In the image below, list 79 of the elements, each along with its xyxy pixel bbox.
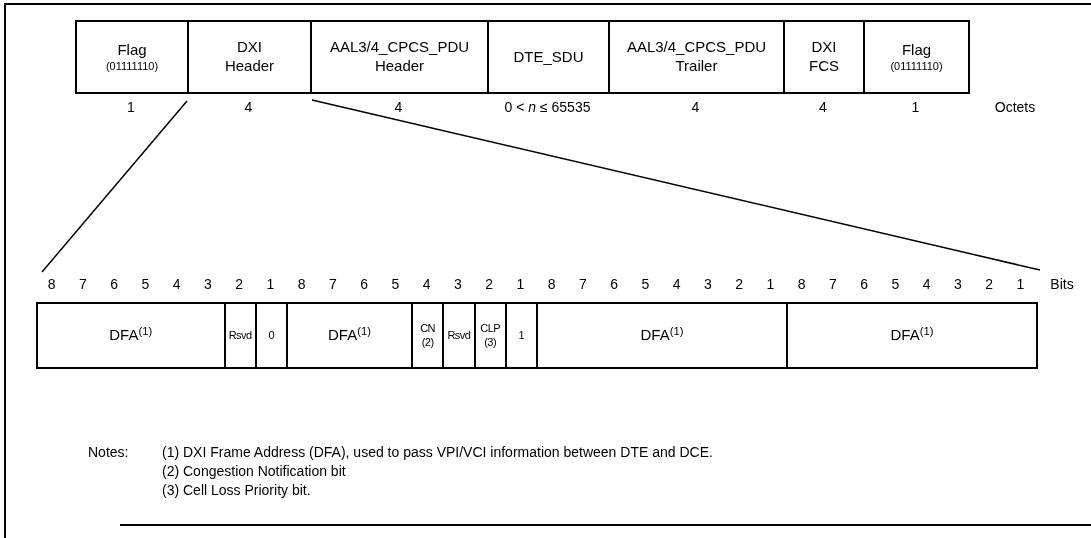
unit-label: Bits <box>1050 275 1074 294</box>
footnote: (3) Cell Loss Priority bit. <box>162 481 311 500</box>
field-box <box>187 20 312 94</box>
field-box <box>608 20 785 94</box>
bit-number: 1 <box>266 275 275 294</box>
bit-number: 2 <box>735 275 743 294</box>
octet-count: 4 <box>244 98 253 117</box>
bit-number: 4 <box>422 275 431 294</box>
bit-number: 6 <box>110 275 118 294</box>
bit-number: 5 <box>641 275 650 294</box>
notes-heading: Notes: <box>88 443 129 462</box>
bit-number: 3 <box>954 275 962 294</box>
footnote: (2) Congestion Notification bit <box>162 462 346 481</box>
bit-number: 8 <box>297 275 306 294</box>
field-box <box>863 20 970 94</box>
bit-number: 4 <box>672 275 681 294</box>
bit-field-box <box>786 302 1038 369</box>
field-value: (01111110) <box>890 59 943 74</box>
bit-number: 8 <box>797 275 806 294</box>
bit-number: 7 <box>579 275 587 294</box>
bit-number: 1 <box>1016 275 1025 294</box>
field-name: DFA$^{(1)}$ <box>890 326 934 345</box>
octet-count: 1 <box>127 98 135 117</box>
footnote-mark: (3) <box>484 335 496 350</box>
bit-field-box <box>36 302 226 369</box>
bit-number: 3 <box>704 275 712 294</box>
bit-number: 5 <box>891 275 900 294</box>
bit-number: 1 <box>516 275 525 294</box>
field-name: DXI Header <box>224 38 275 76</box>
field-name: 1 <box>518 328 525 343</box>
octet-count: 4 <box>819 98 827 117</box>
field-name: Flag <box>901 40 932 60</box>
field-box <box>487 20 610 94</box>
field-name: Rsvd <box>228 328 252 343</box>
bit-number: 7 <box>829 275 837 294</box>
field-name: DTE_SDU <box>513 47 584 67</box>
field-name: CLP <box>480 321 500 336</box>
bit-number: 1 <box>766 275 775 294</box>
bit-number: 3 <box>454 275 462 294</box>
octet-count: 4 <box>394 98 403 117</box>
bit-number: 4 <box>922 275 931 294</box>
bit-number: 4 <box>172 275 181 294</box>
field-name: DXI FCS <box>809 38 839 76</box>
bit-number: 6 <box>860 275 868 294</box>
footnote: (1) DXI Frame Address (DFA), used to pass VPI/VCI information between DTE and DCE. <box>162 443 713 462</box>
field-name: AAL3/4_CPCS_PDU Trailer <box>626 38 767 76</box>
bit-field-box <box>442 302 476 369</box>
octet-count: 4 <box>691 98 700 117</box>
bit-number: 8 <box>547 275 556 294</box>
bit-number: 6 <box>360 275 368 294</box>
bit-number: 5 <box>141 275 150 294</box>
bit-number: 7 <box>329 275 337 294</box>
octet-count: 1 <box>911 98 920 117</box>
bit-number: 2 <box>985 275 993 294</box>
octet-count: 0 < n ≤ 65535 <box>504 98 591 117</box>
bit-number: 6 <box>610 275 618 294</box>
field-box <box>310 20 489 94</box>
unit-label: Octets <box>994 98 1036 117</box>
bit-number: 7 <box>79 275 87 294</box>
field-name: DFA$^{(1)}$ <box>109 326 153 345</box>
bit-number: 2 <box>235 275 243 294</box>
bit-number: 3 <box>204 275 212 294</box>
field-name: DFA$^{(1)}$ <box>328 326 371 345</box>
field-value: (01111110) <box>105 59 159 74</box>
field-name: 0 <box>268 328 275 343</box>
bit-number: 5 <box>391 275 400 294</box>
field-name: CN <box>420 321 435 336</box>
bit-field-box <box>286 302 413 369</box>
footnote-mark: (2) <box>421 335 434 350</box>
bit-number: 8 <box>47 275 56 294</box>
field-box <box>783 20 865 94</box>
field-box <box>75 20 189 94</box>
field-name: Flag <box>117 40 147 60</box>
bit-number: 2 <box>485 275 493 294</box>
field-name: AAL3/4_CPCS_PDU Header <box>329 38 470 76</box>
field-name: Rsvd <box>447 328 471 343</box>
field-name: DFA$^{(1)}$ <box>640 326 684 345</box>
bit-field-box <box>411 302 445 369</box>
bit-field-box <box>536 302 788 369</box>
